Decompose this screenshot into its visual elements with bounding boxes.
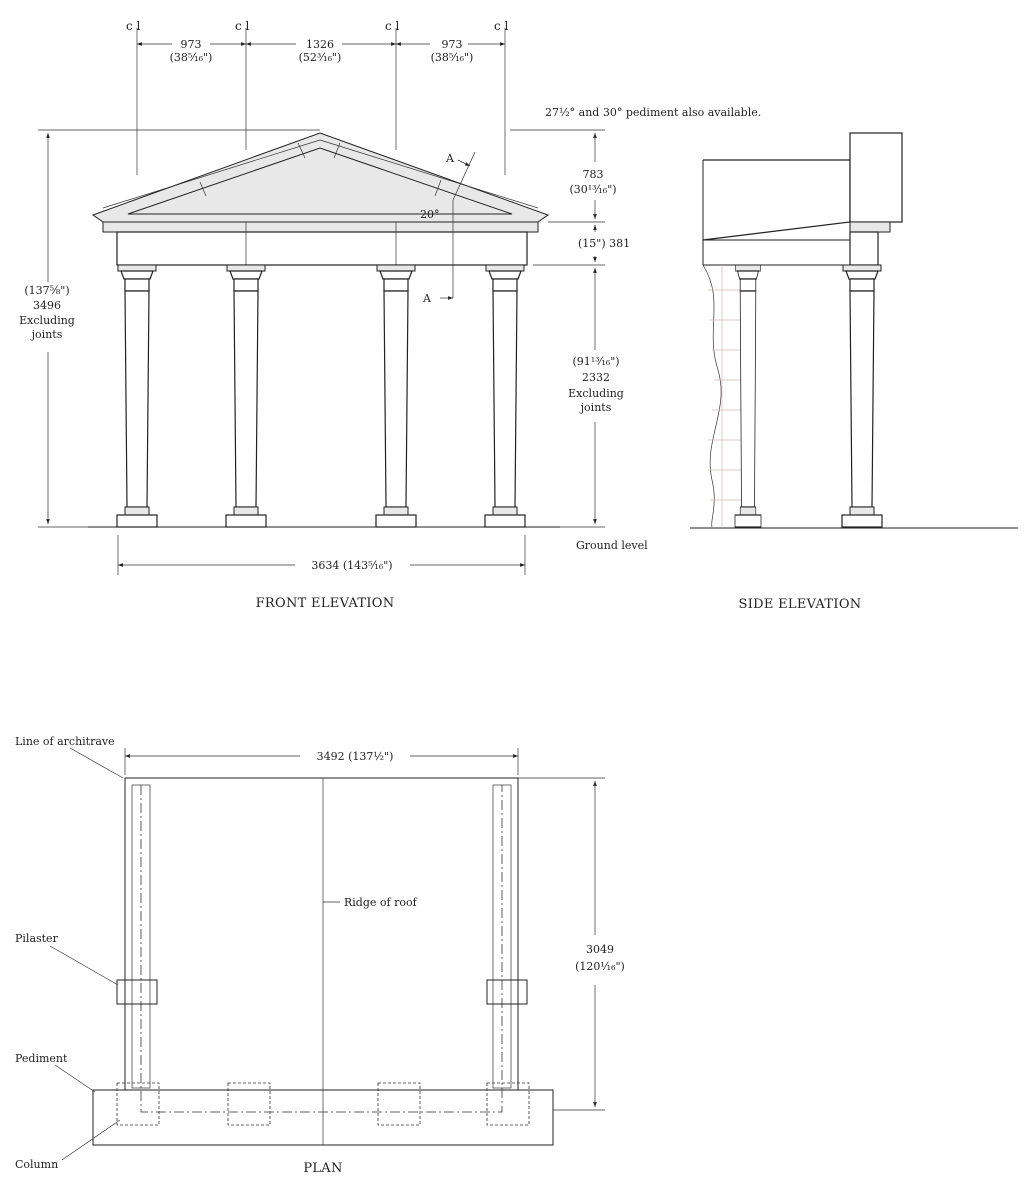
pediment-height-in: (30¹³⁄₁₆")	[569, 183, 616, 196]
overall-height-dimension: (137⅝") 3496 Excluding joints	[19, 129, 320, 528]
column	[225, 264, 267, 528]
cl-label: c l	[494, 19, 509, 33]
span-3-in: (38⁵⁄₁₆")	[431, 51, 474, 64]
column-footprint	[116, 1082, 160, 1126]
plan-title: PLAN	[303, 1161, 342, 1176]
architrave-label: Line of architrave	[15, 735, 115, 748]
span-2-in: (52³⁄₁₆")	[299, 51, 342, 64]
overall-height-in: (137⅝")	[24, 284, 69, 297]
column-footprint	[486, 1082, 530, 1126]
column-height-note: Excluding	[568, 387, 624, 400]
span-1-mm: 973	[181, 38, 202, 51]
span-1-in: (38⁵⁄₁₆")	[170, 51, 213, 64]
column	[375, 264, 417, 528]
overall-height-note: Excluding	[19, 314, 75, 327]
wall-courses	[708, 265, 745, 527]
ridge-label: Ridge of roof	[344, 896, 418, 909]
pediment-height-mm: 783	[583, 168, 604, 181]
pediment: 20°	[91, 132, 550, 223]
overall-height-note: joints	[30, 328, 63, 341]
pilaster-column	[734, 264, 762, 528]
cl-label: c l	[235, 19, 250, 33]
plan-depth-mm: 3049	[586, 943, 614, 956]
column-label: Column	[15, 1158, 58, 1171]
column-height-in: (91¹³⁄₁₆")	[572, 355, 619, 368]
pediment-note: 27½° and 30° pediment also available.	[545, 106, 761, 119]
right-height-dimensions: 783 (30¹³⁄₁₆") (15") 381 (91¹³⁄₁₆") 2332…	[510, 129, 630, 528]
pilaster	[116, 979, 158, 1005]
pediment-angle: 20°	[420, 208, 440, 221]
section-a-label: A	[422, 292, 432, 305]
column	[484, 264, 526, 528]
column	[841, 264, 883, 528]
plan-depth-in: (120¹⁄₁₆")	[575, 960, 625, 973]
cl-label: c l	[126, 19, 141, 33]
side-elevation: SIDE ELEVATION	[690, 132, 1018, 612]
front-elevation-title: FRONT ELEVATION	[256, 596, 395, 611]
plan-width: 3492 (137½")	[317, 750, 394, 763]
centre-lines: c l c l c l c l	[126, 19, 509, 175]
pediment-label: Pediment	[15, 1052, 68, 1065]
side-elevation-title: SIDE ELEVATION	[739, 597, 862, 612]
pilaster	[486, 979, 528, 1005]
span-dimensions: 973 (38⁵⁄₁₆") 1326 (52³⁄₁₆") 973 (38⁵⁄₁₆…	[137, 37, 505, 64]
column-height-mm: 2332	[582, 371, 610, 384]
front-elevation: c l c l c l c l 973 (38⁵⁄₁₆") 1326 (52³⁄…	[19, 19, 761, 611]
overall-height-mm: 3496	[33, 299, 61, 312]
plan: 3492 (137½") 3049 (120¹⁄₁₆") Line of arc…	[15, 735, 625, 1176]
span-3-mm: 973	[442, 38, 463, 51]
column-height-note: joints	[579, 401, 612, 414]
section-a-label: A	[445, 152, 455, 165]
overall-width: 3634 (143⁵⁄₁₆")	[311, 559, 392, 572]
architrave-line	[140, 785, 503, 1113]
cl-label: c l	[385, 19, 400, 33]
entablature	[102, 221, 539, 266]
column-footprint	[377, 1082, 421, 1126]
overall-width-dimension: 3634 (143⁵⁄₁₆")	[117, 535, 526, 575]
ground-level-label: Ground level	[576, 539, 648, 552]
section-marker-a: A A	[422, 151, 476, 305]
column-footprint	[227, 1082, 271, 1126]
pilaster-label: Pilaster	[15, 932, 59, 945]
column	[116, 264, 158, 528]
entablature-height: (15") 381	[578, 237, 630, 250]
span-2-mm: 1326	[306, 38, 334, 51]
